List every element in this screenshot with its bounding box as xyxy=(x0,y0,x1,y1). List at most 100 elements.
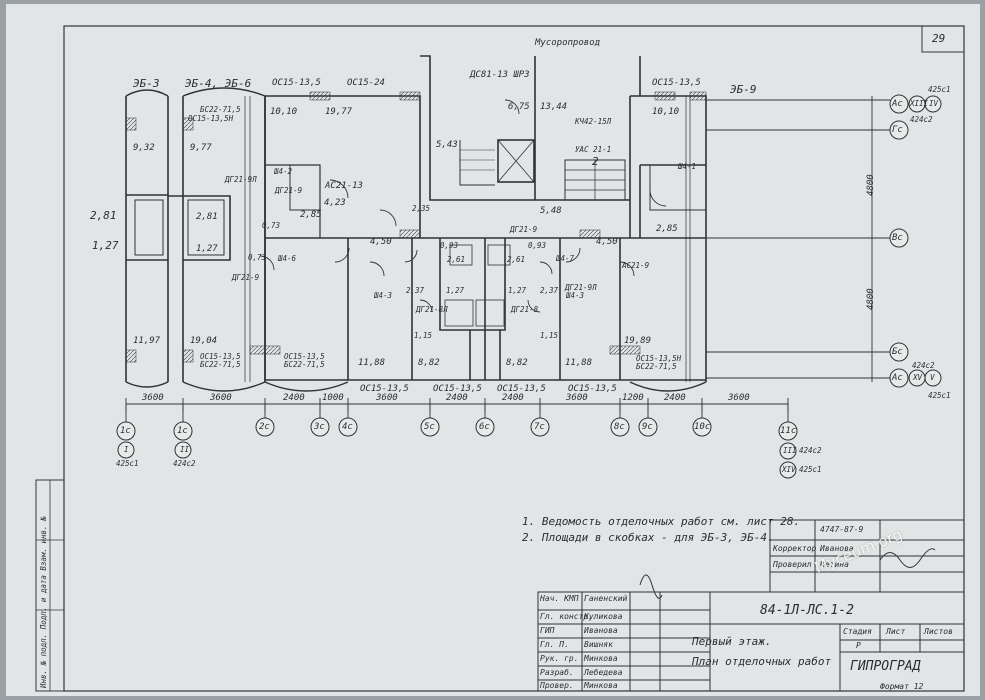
ref-mark-5: I xyxy=(124,445,129,454)
tb-checked-name: Кетина xyxy=(820,560,849,569)
right-axis-4: Бс xyxy=(892,347,903,357)
area-38: 2,35 xyxy=(412,204,431,213)
cabinet-code-4: Ш4-1 xyxy=(678,162,697,171)
drawing-frame xyxy=(63,25,965,692)
wall-code-bottom-4: ОС15-13,5 xyxy=(568,384,617,394)
area-4: 11,97 xyxy=(133,336,161,346)
tb-stage: Р xyxy=(856,641,861,650)
area-22: 8,82 xyxy=(418,358,440,368)
sheet-number: 29 xyxy=(932,32,946,45)
area-15: 5,43 xyxy=(436,140,458,150)
area-32: 2,37 xyxy=(406,286,425,295)
area-34: 1,15 xyxy=(540,331,559,340)
ref-mark-15: V xyxy=(930,373,935,382)
loggia-code-tl-2: ОС15-13,5Н xyxy=(188,114,234,123)
axis-11: 11с xyxy=(780,426,797,436)
section-label-left-2: ЭБ-4, ЭБ-6 xyxy=(185,77,252,90)
axis-8: 8с xyxy=(614,422,625,432)
wall-code-bottom-1: ОС15-13,5 xyxy=(360,384,409,394)
cabinet-code-6: Ш4-3 xyxy=(374,291,393,300)
door-code-14: ДГ21-9 xyxy=(510,225,538,234)
dim-11: 3600 xyxy=(728,393,750,403)
area-23: 8,82 xyxy=(506,358,528,368)
dim-7: 2400 xyxy=(502,393,524,403)
ref-mark-4: 424с2 xyxy=(910,115,933,124)
dim-10: 2400 xyxy=(664,393,686,403)
section-label-right: ЭБ-9 xyxy=(730,83,757,96)
dim-8: 3600 xyxy=(566,393,588,403)
title-block xyxy=(537,519,965,692)
tb-name-2: Куликова xyxy=(584,612,623,621)
right-axis-1: Ас xyxy=(892,99,903,109)
tb-ref: 4747-87-9 xyxy=(820,525,864,534)
area-13: 4,50 xyxy=(370,237,392,247)
tb-corrector: Корректор xyxy=(773,544,817,553)
loggia-code-bl-1: ОС15-13,5 xyxy=(200,352,241,361)
wall-code-top-1: ОС15-13,5 xyxy=(272,78,321,88)
tb-stage-label: Стадия xyxy=(843,627,872,636)
door-swings xyxy=(259,99,667,313)
ref-mark-11: XV xyxy=(913,373,923,382)
door-code-16: АС21-9 xyxy=(622,261,650,270)
area-33: 1,15 xyxy=(414,331,433,340)
axis-bubbles xyxy=(116,94,942,479)
tb-role-5: Рук. гр. xyxy=(540,654,579,663)
axis-10: 10с xyxy=(694,422,711,432)
tb-name-7: Минкова xyxy=(584,681,618,690)
tb-role-7: Провер. xyxy=(540,681,574,690)
area-18: 5,48 xyxy=(540,206,562,216)
area-16: 13,44 xyxy=(540,102,568,112)
area-26: 2,61 xyxy=(447,255,466,264)
ref-mark-7: II xyxy=(180,445,190,454)
door-code-1: ДС81-13 ШР3 xyxy=(470,70,530,80)
door-code-19: УАС 21-1 xyxy=(575,145,612,154)
axis-2: 2с xyxy=(259,422,270,432)
loggia-code-br-1: ОС15-13,5Н xyxy=(636,354,682,363)
area-37: 2,37 xyxy=(540,286,559,295)
dim-1: 3600 xyxy=(142,393,164,403)
dim-9: 1200 xyxy=(622,393,644,403)
area-36: 0,93 xyxy=(528,241,547,250)
ref-mark-1: XIII xyxy=(910,99,929,108)
area-20: 2,85 xyxy=(656,224,678,234)
axis-4: 4с xyxy=(342,422,353,432)
wall-code-top-2: ОС15-24 xyxy=(347,78,385,88)
right-axis-5: Ас xyxy=(892,373,903,383)
area-19: 4,50 xyxy=(596,237,618,247)
area-5: 9,77 xyxy=(190,143,212,153)
area-30: 0,73 xyxy=(262,221,281,230)
dim-4: 1000 xyxy=(322,393,344,403)
tb-name-5: Минкова xyxy=(584,654,618,663)
loggia-code-bm-2: БС22-71,5 xyxy=(284,360,325,369)
dim-5: 3600 xyxy=(376,393,398,403)
axis-6: 6с xyxy=(479,422,490,432)
area-11: 2,85 xyxy=(300,210,322,220)
tb-project-code: 84-1Л-ЛС.1-2 xyxy=(760,603,854,618)
dimension-chain xyxy=(125,398,789,422)
signature-scribble-2 xyxy=(639,574,663,599)
tb-role-3: ГИП xyxy=(540,626,555,635)
tb-sheet-label: Лист xyxy=(886,627,906,636)
area-28: 1,27 xyxy=(446,286,465,295)
dim-3: 2400 xyxy=(283,393,305,403)
ref-mark-6: 425с1 xyxy=(116,459,139,468)
cabinet-code-7: Ш4-3 xyxy=(566,291,585,300)
area-2: 2,81 xyxy=(90,209,117,222)
axis-1: 1с xyxy=(120,426,131,436)
right-dim-1: 4800 xyxy=(866,174,876,196)
axis-5: 5с xyxy=(424,422,435,432)
sheet-number-box xyxy=(921,25,965,53)
dim-2: 3600 xyxy=(210,393,232,403)
area-7: 1,27 xyxy=(196,244,218,254)
cabinet-code-9: Ш4-7 xyxy=(556,254,575,263)
dim-6: 2400 xyxy=(446,393,468,403)
ref-mark-8: 424с2 xyxy=(173,459,196,468)
loggia-code-tl-1: БС22-71,5 xyxy=(200,105,241,114)
tb-name-4: Вишняк xyxy=(584,640,613,649)
stair-label: 2 xyxy=(592,155,599,168)
note-2: 2. Площади в скобках - для ЭБ-3, ЭБ-4. xyxy=(522,531,774,544)
cabinet-code-3: Ш4-6 xyxy=(278,254,297,263)
door-code-4: ДГ21-9 xyxy=(275,186,303,195)
wall-code-top-3: ОС15-13,5 xyxy=(652,78,701,88)
